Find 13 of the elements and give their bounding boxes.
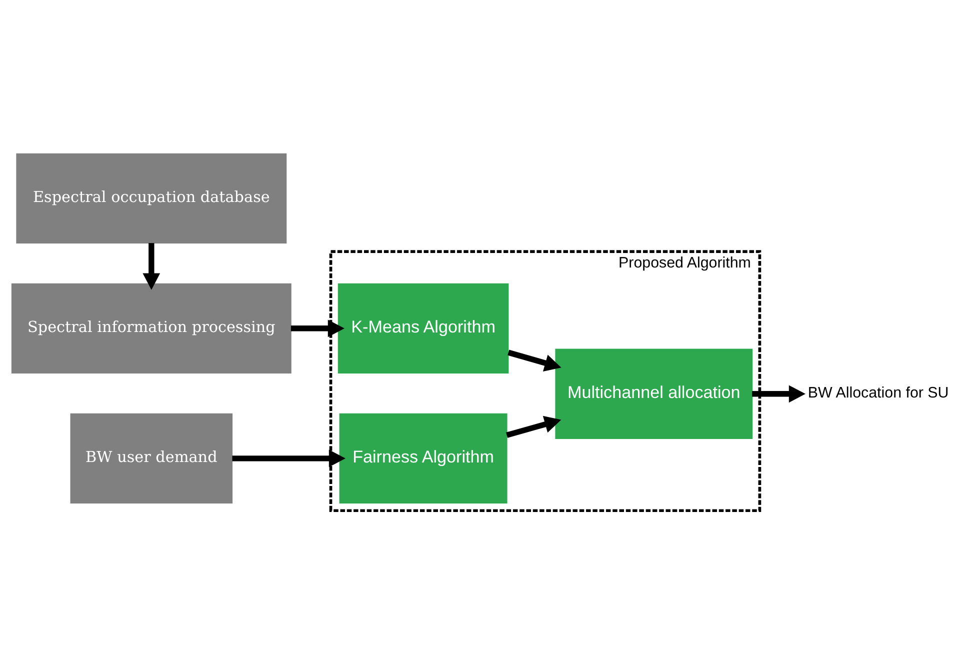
arrow bbox=[232, 449, 346, 467]
node-box: Spectral information processing bbox=[11, 282, 292, 373]
node-text: BW Allocation for SU bbox=[808, 384, 949, 401]
arrow bbox=[506, 415, 562, 438]
arrow bbox=[142, 242, 160, 290]
node-box: BW user demand bbox=[70, 412, 233, 503]
node-box: K-Means Algorithm bbox=[338, 282, 509, 373]
arrow bbox=[290, 319, 344, 337]
arrow bbox=[508, 349, 562, 371]
node-box: Fairness Algorithm bbox=[339, 412, 508, 503]
arrow bbox=[752, 384, 806, 402]
node-box: Multichannel allocation bbox=[555, 348, 753, 438]
node-box: Espectral occupation database bbox=[16, 152, 287, 243]
